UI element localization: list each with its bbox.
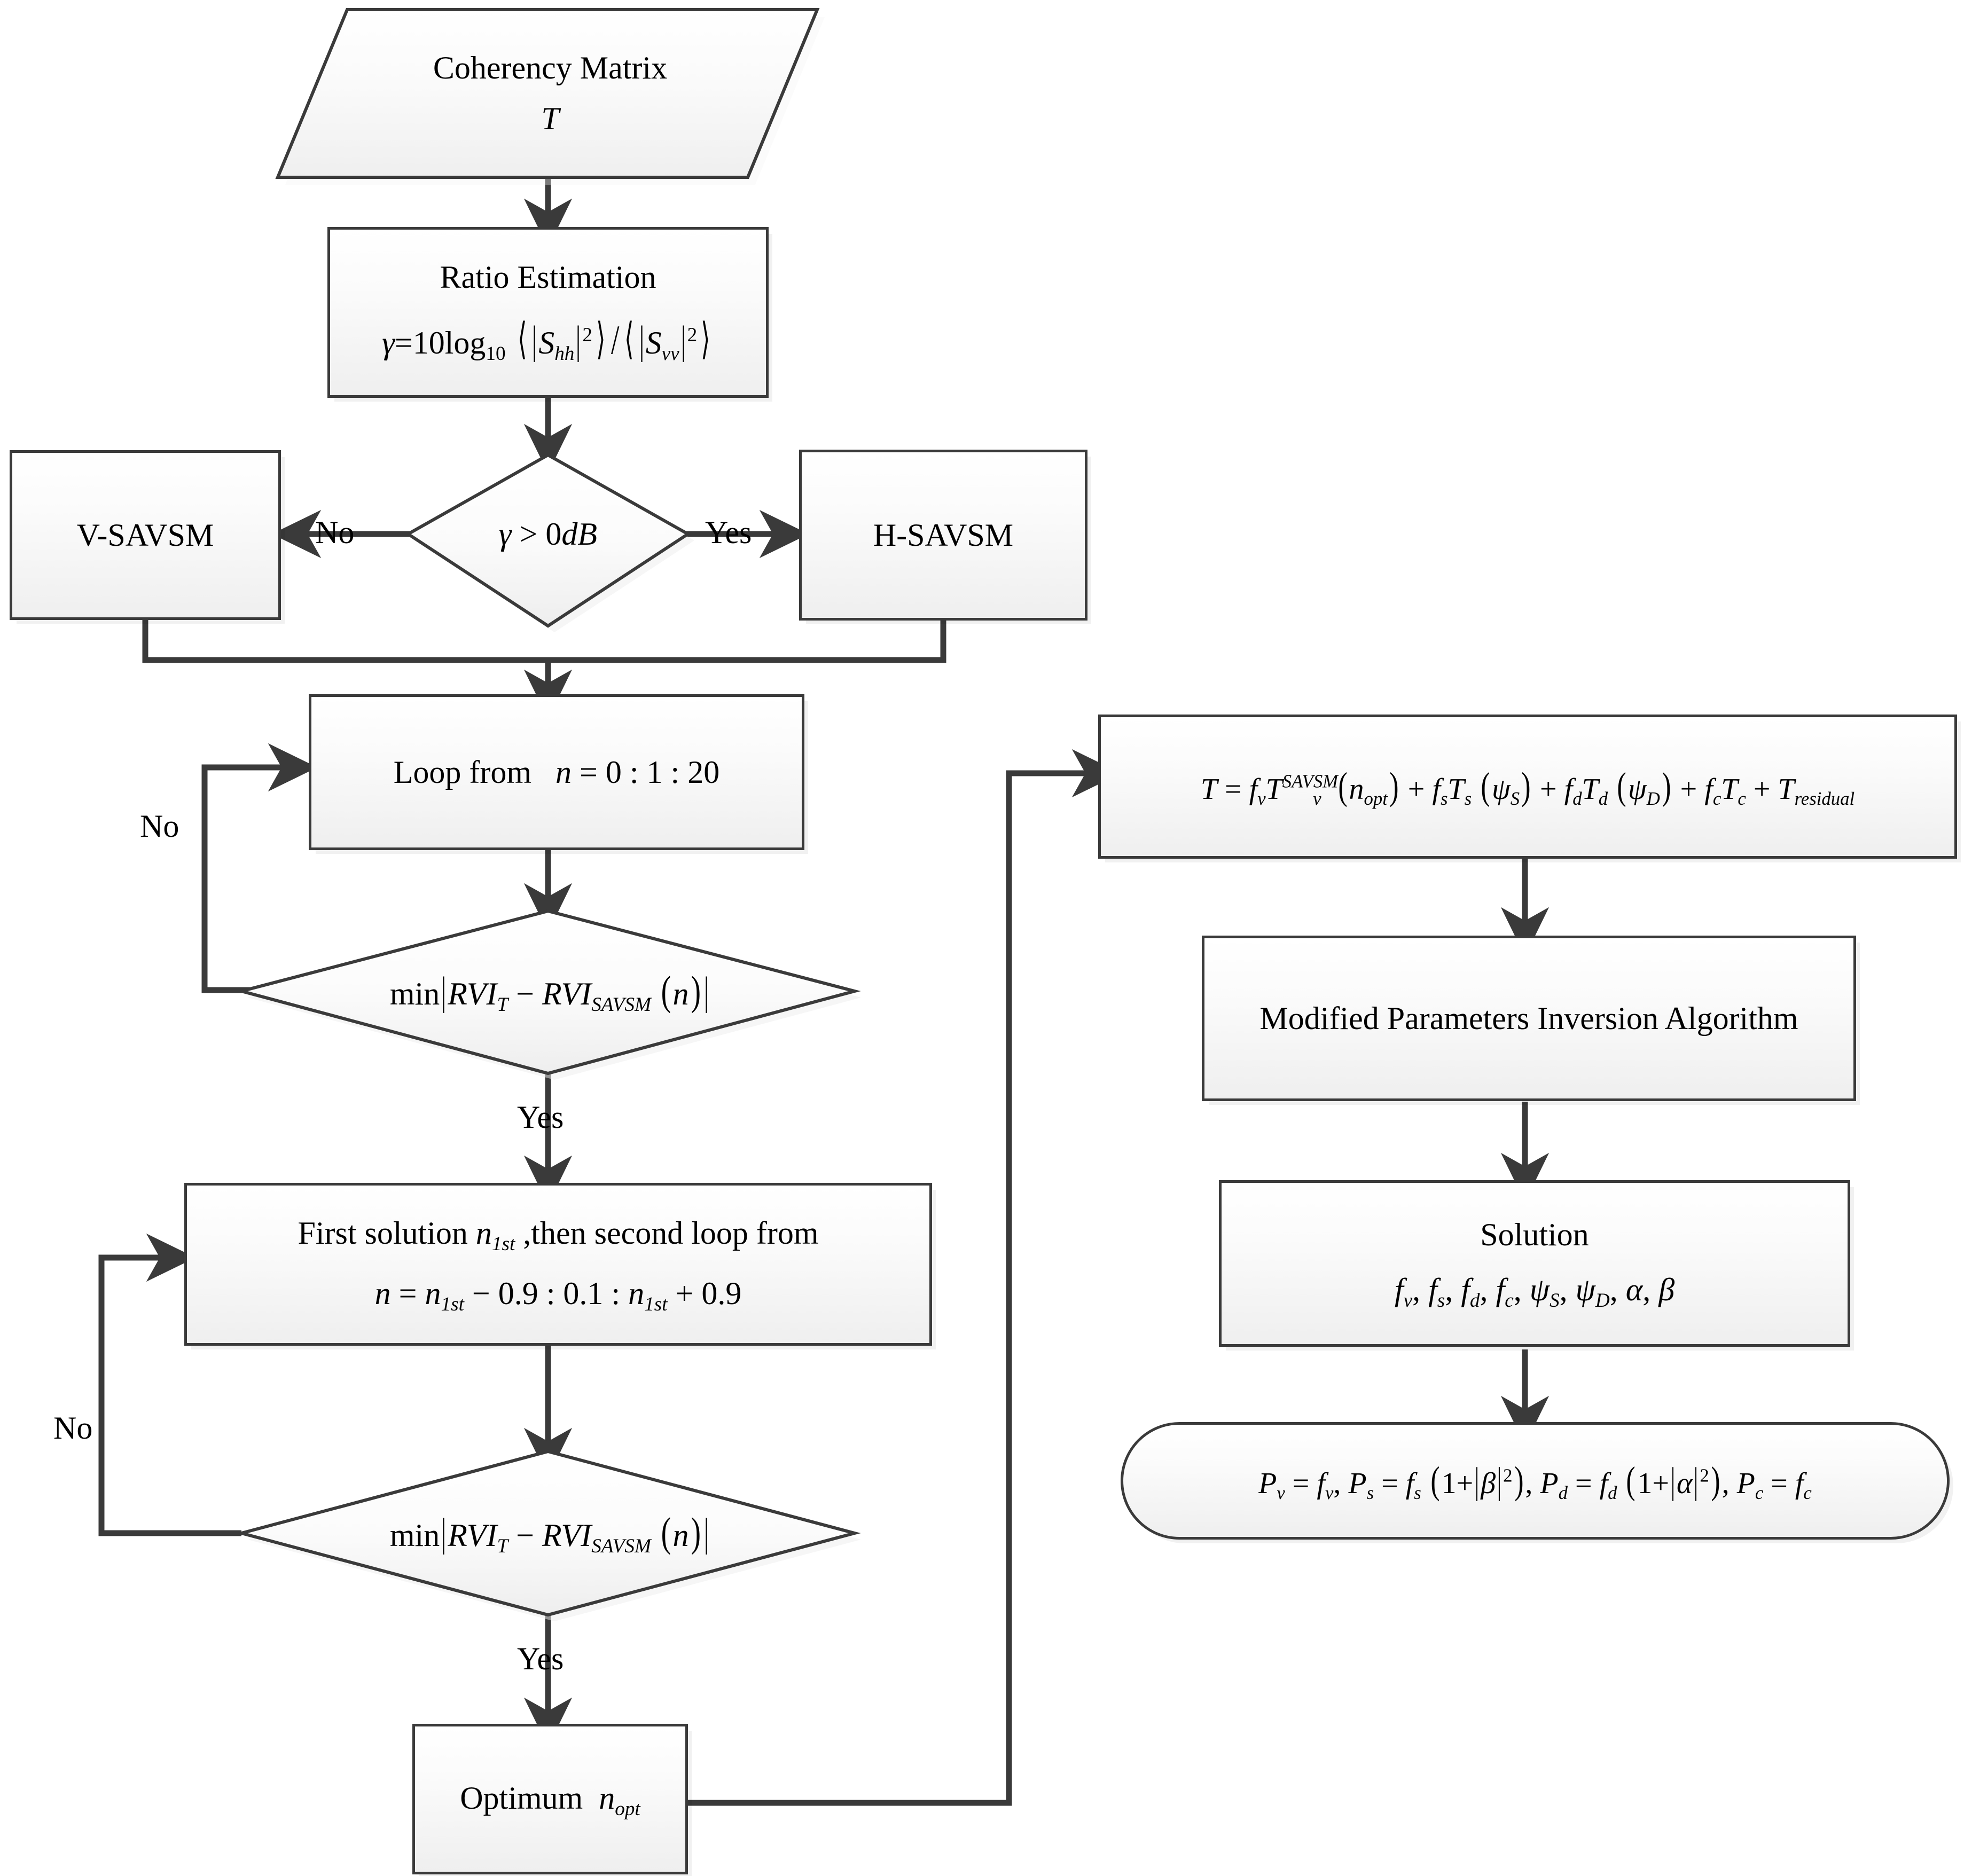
- inversion-node[interactable]: Modified Parameters Inversion Algorithm: [1202, 936, 1856, 1101]
- edge-label-yes-loop1: Yes: [517, 1100, 564, 1135]
- edge-label-no-loop2: No: [53, 1410, 93, 1446]
- edge-label-no-left: No: [315, 515, 355, 550]
- v-savsm-node[interactable]: V-SAVSM: [10, 450, 281, 620]
- inversion-label: Modified Parameters Inversion Algorithm: [1259, 1000, 1798, 1036]
- solution-node[interactable]: Solution fv, fs, fd, fc, ψS, ψD, α, β: [1219, 1180, 1850, 1347]
- v-savsm-label: V-SAVSM: [76, 517, 214, 553]
- t-model-node[interactable]: T = fvTSAVSMv (nopt) + fsTs (ψS) + fdTd …: [1098, 715, 1957, 859]
- t-model-formula: T = fvTSAVSMv (nopt) + fsTs (ψS) + fdTd …: [1200, 765, 1855, 810]
- edge-label-no-loop1: No: [140, 809, 179, 844]
- second-loop-line1: First solution n1st ,then second loop fr…: [298, 1215, 819, 1255]
- coherency-matrix-symbol: T: [541, 101, 559, 136]
- edge-label-yes-right: Yes: [705, 515, 752, 550]
- second-loop-node[interactable]: First solution n1st ,then second loop fr…: [184, 1183, 932, 1346]
- min-rvi-2-node[interactable]: min|RVIT − RVISAVSM (n)|: [342, 1509, 758, 1557]
- min-rvi-2-label: min|RVIT − RVISAVSM (n)|: [389, 1509, 709, 1557]
- edge-label-yes-loop2: Yes: [517, 1641, 564, 1676]
- optimum-prefix: Optimum: [460, 1780, 583, 1816]
- ratio-estimation-title: Ratio Estimation: [440, 259, 656, 295]
- h-savsm-label: H-SAVSM: [873, 517, 1014, 553]
- second-loop-line2: n = n1st − 0.9 : 0.1 : n1st + 0.9: [374, 1275, 742, 1315]
- coherency-matrix-label: Coherency Matrix: [433, 50, 668, 85]
- optimum-node[interactable]: Optimum nopt: [412, 1724, 688, 1874]
- h-savsm-node[interactable]: H-SAVSM: [799, 450, 1087, 621]
- min-rvi-1-label: min|RVIT − RVISAVSM (n)|: [389, 968, 709, 1016]
- gamma-decision-node[interactable]: γ > 0dB: [441, 515, 655, 553]
- solution-title: Solution: [1480, 1217, 1589, 1253]
- gamma-decision-label: γ > 0dB: [498, 516, 598, 552]
- powers-node[interactable]: Pv = fv, Ps = fs (1+|β|2), Pd = fd (1+|α…: [1121, 1422, 1950, 1540]
- loop-first-prefix: Loop from: [393, 754, 532, 790]
- solution-params: fv, fs, fd, fc, ψS, ψD, α, β: [1394, 1272, 1675, 1312]
- second-loop-line1-c: ,then second loop from: [523, 1215, 819, 1251]
- ratio-estimation-formula: γ=10log10 ⟨|Shh|2⟩/⟨|Svv|2⟩: [382, 315, 710, 365]
- loop-first-node[interactable]: Loop from n = 0 : 1 : 20: [309, 694, 804, 850]
- min-rvi-1-node[interactable]: min|RVIT − RVISAVSM (n)|: [342, 968, 758, 1016]
- optimum-symbol: nopt: [599, 1780, 640, 1820]
- powers-formula: Pv = fv, Ps = fs (1+|β|2), Pd = fd (1+|α…: [1258, 1459, 1812, 1504]
- loop-first-formula: n = 0 : 1 : 20: [555, 754, 720, 790]
- second-loop-line1-a: First solution: [298, 1215, 468, 1251]
- coherency-matrix-node[interactable]: Coherency Matrix T: [342, 27, 758, 160]
- ratio-estimation-node[interactable]: Ratio Estimation γ=10log10 ⟨|Shh|2⟩/⟨|Sv…: [327, 227, 769, 398]
